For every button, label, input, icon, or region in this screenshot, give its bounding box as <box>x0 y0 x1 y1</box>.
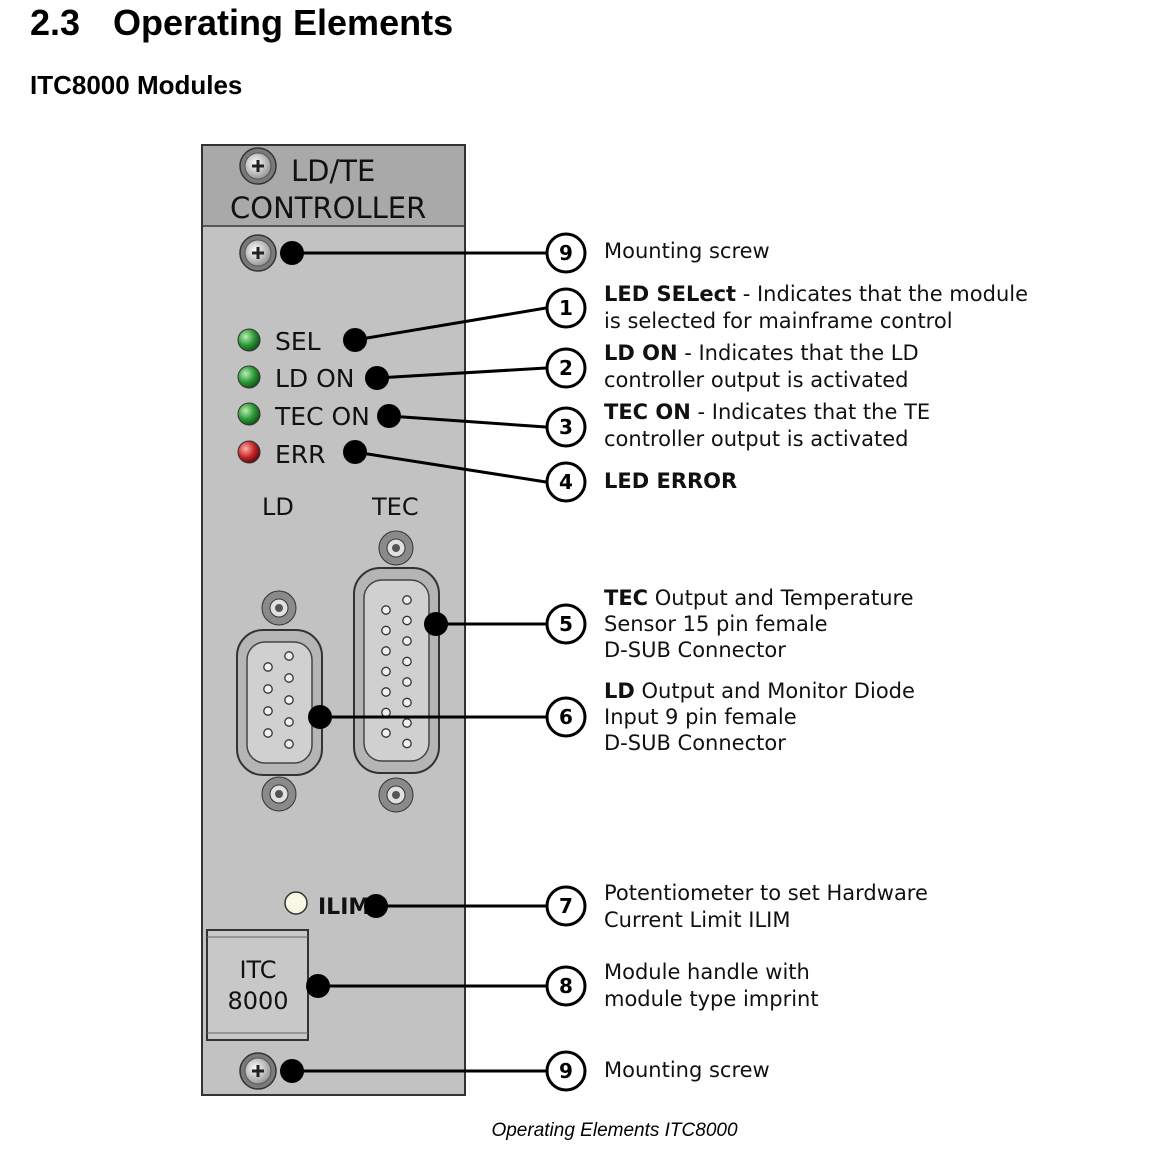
connector-pin <box>402 677 412 687</box>
callout-desc-led-select: LED SELect - Indicates that the module i… <box>604 282 1029 333</box>
handle-label-line1: ITC <box>239 956 276 984</box>
callout-number: 9 <box>559 241 573 265</box>
led-sel-label: SEL <box>275 327 321 356</box>
leader-dot <box>306 974 330 998</box>
connector-pin <box>284 739 294 749</box>
figure-caption: Operating Elements ITC8000 <box>491 1120 738 1141</box>
section-title: Operating Elements <box>113 2 454 43</box>
led-err-icon <box>237 440 261 464</box>
connector-pin <box>381 707 391 718</box>
connector-pin <box>381 625 391 636</box>
subheading: ITC8000 Modules <box>30 70 243 100</box>
callout-desc-potentiometer: Potentiometer to set Hardware Current Li… <box>604 881 928 932</box>
connector-pin <box>381 687 391 697</box>
led-err-label: ERR <box>275 440 326 469</box>
callout-desc-led-error: LED ERROR <box>604 469 738 493</box>
leader-dot <box>365 366 389 390</box>
section-number: 2.3 <box>30 2 81 43</box>
ilim-label: ILIM <box>318 895 370 920</box>
leader-dot <box>343 440 367 464</box>
connector-pin <box>402 656 412 667</box>
callout-circle-8 <box>545 965 587 1007</box>
leader-dot <box>308 705 332 729</box>
leader-dot <box>377 404 401 428</box>
potentiometer-icon[interactable] <box>284 891 308 915</box>
panel-title-line1: LD/TE <box>291 154 375 188</box>
ld-connector-label: LD <box>262 493 294 521</box>
callout-circle-9-top <box>545 232 587 274</box>
callout-desc-ld-on: LD ON - Indicates that the LD controller… <box>604 341 919 392</box>
leader-dot <box>343 328 367 352</box>
callout-number: 5 <box>559 612 573 636</box>
handle-label-line2: 8000 <box>227 987 288 1015</box>
leader-dot <box>280 241 304 265</box>
ld-connector-screw-bottom-icon <box>261 776 297 812</box>
leader-dot <box>364 894 388 918</box>
callout-circle-4 <box>545 461 587 503</box>
callout-circle-2 <box>545 347 587 389</box>
connector-pin <box>402 595 412 605</box>
callout-number: 4 <box>559 470 573 494</box>
connector-pin <box>402 615 412 626</box>
callout-desc-mounting-screw-bottom: Mounting screw <box>604 1058 770 1082</box>
callout-desc-tec-connector: TEC Output and Temperature Sensor 15 pin… <box>604 586 914 662</box>
callout-desc-tec-on: TEC ON - Indicates that the TE controlle… <box>604 400 931 451</box>
callout-number: 8 <box>559 974 573 998</box>
module-handle[interactable] <box>206 929 309 1041</box>
leader-line <box>354 306 547 342</box>
connector-pin <box>263 684 273 694</box>
led-tecon-icon <box>237 402 261 426</box>
connector-pin <box>284 717 294 727</box>
callout-desc-ld-connector: LD Output and Monitor Diode Input 9 pin … <box>604 679 915 755</box>
callout-number: 9 <box>559 1059 573 1083</box>
led-ldon-icon <box>237 365 261 389</box>
connector-pin <box>402 738 412 749</box>
callout-circle-7 <box>545 885 587 927</box>
connector-pin <box>381 605 391 615</box>
connector-pin <box>402 697 412 708</box>
callout-circle-5 <box>545 603 587 645</box>
callout-circle-9-bottom <box>545 1050 587 1092</box>
connector-pin <box>263 662 273 672</box>
callout-circle-6 <box>545 696 587 738</box>
callout-desc-module-handle: Module handle with module type imprint <box>604 960 819 1011</box>
tec-dsub15-connector <box>353 567 440 774</box>
leader-line <box>354 450 547 484</box>
leader-dot <box>280 1059 304 1083</box>
leader-line <box>376 366 547 380</box>
screw-icon <box>239 147 277 185</box>
connector-pin <box>402 636 412 646</box>
callout-number: 6 <box>559 705 573 729</box>
connector-pin <box>284 673 294 683</box>
callout-number: 2 <box>559 356 573 380</box>
callout-number: 7 <box>559 894 573 918</box>
led-tecon-label: TEC ON <box>274 402 370 431</box>
ld-connector-screw-top-icon <box>261 590 297 626</box>
leader-dot <box>424 612 448 636</box>
leader-line <box>388 414 547 429</box>
tec-connector-screw-bottom-icon <box>378 777 414 813</box>
callout-number: 3 <box>559 415 573 439</box>
led-ldon-label: LD ON <box>275 364 355 393</box>
connector-pin <box>284 695 294 705</box>
connector-pin <box>381 666 391 677</box>
panel-title-line2: CONTROLLER <box>230 191 426 225</box>
tec-connector-label: TEC <box>371 493 419 521</box>
connector-pin <box>284 651 294 661</box>
connector-pin <box>381 646 391 656</box>
ld-dsub9-connector <box>236 629 323 776</box>
connector-pin <box>381 728 391 738</box>
led-sel-icon <box>237 328 261 352</box>
connector-pin <box>263 728 273 738</box>
mounting-screw-bottom-icon <box>239 1052 277 1090</box>
callout-number: 1 <box>559 296 573 320</box>
callout-circle-1 <box>545 287 587 329</box>
connector-pin <box>402 718 412 728</box>
callout-circle-3 <box>545 406 587 448</box>
callout-desc-mounting-screw-top: Mounting screw <box>604 239 770 263</box>
mounting-screw-top-icon <box>239 234 277 272</box>
tec-connector-screw-top-icon <box>378 530 414 566</box>
connector-pin <box>263 706 273 716</box>
